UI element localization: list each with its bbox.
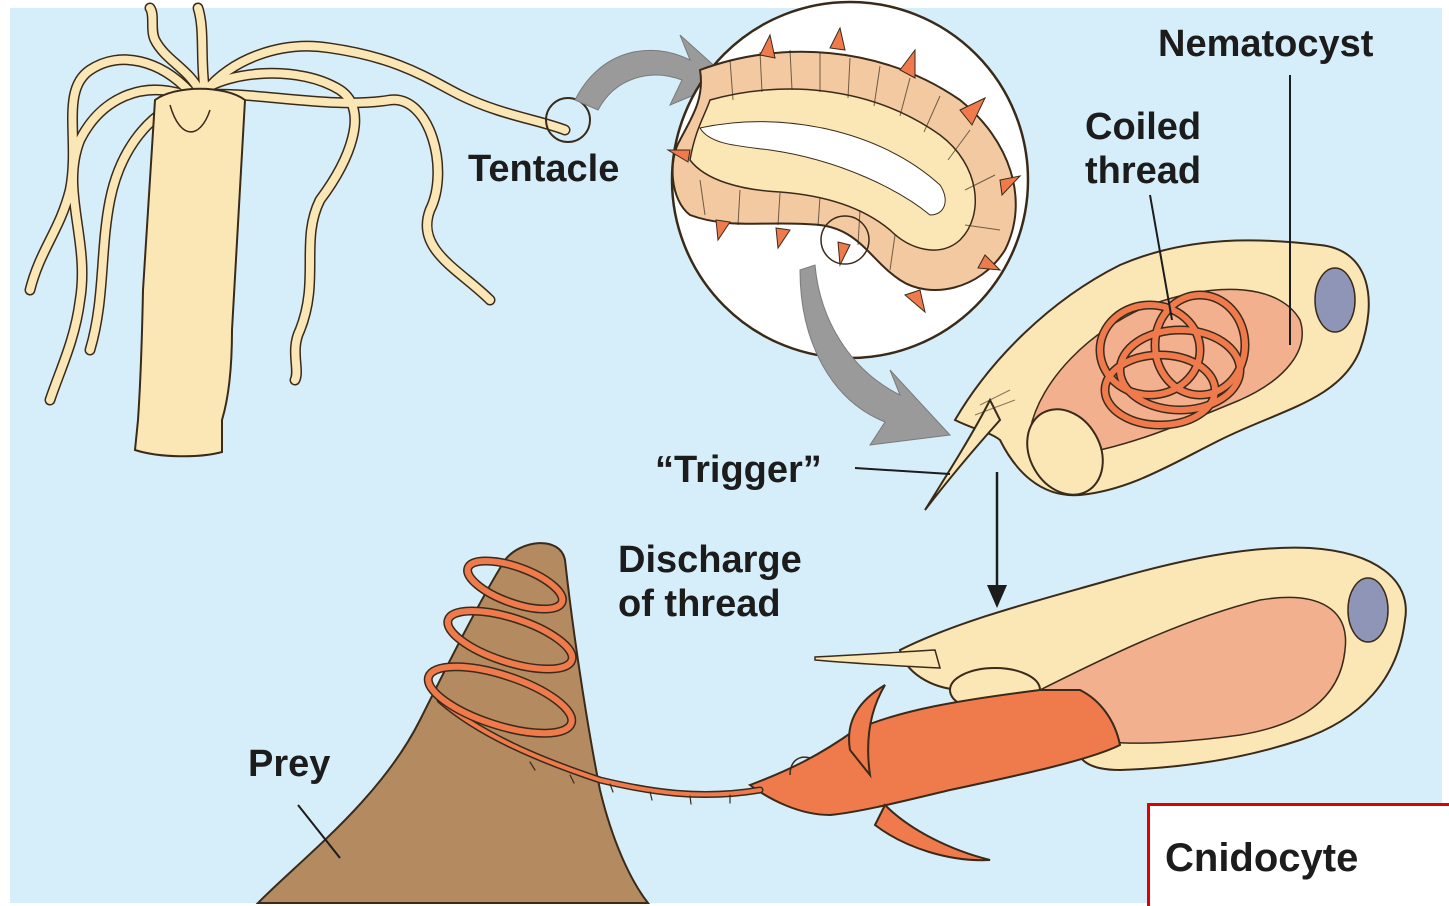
nucleus-lower (1348, 578, 1388, 642)
coiled-thread-label: Coiled thread (1085, 105, 1201, 193)
discharge-label: Discharge of thread (618, 538, 802, 626)
cnidocyte-label: Cnidocyte (1165, 836, 1358, 880)
prey-label: Prey (248, 742, 330, 786)
nucleus-upper (1315, 268, 1355, 332)
tentacle-cross-section (668, 2, 1028, 358)
tentacle-label: Tentacle (468, 147, 619, 191)
nematocyst-label: Nematocyst (1158, 22, 1373, 66)
trigger-label: “Trigger” (655, 448, 822, 492)
